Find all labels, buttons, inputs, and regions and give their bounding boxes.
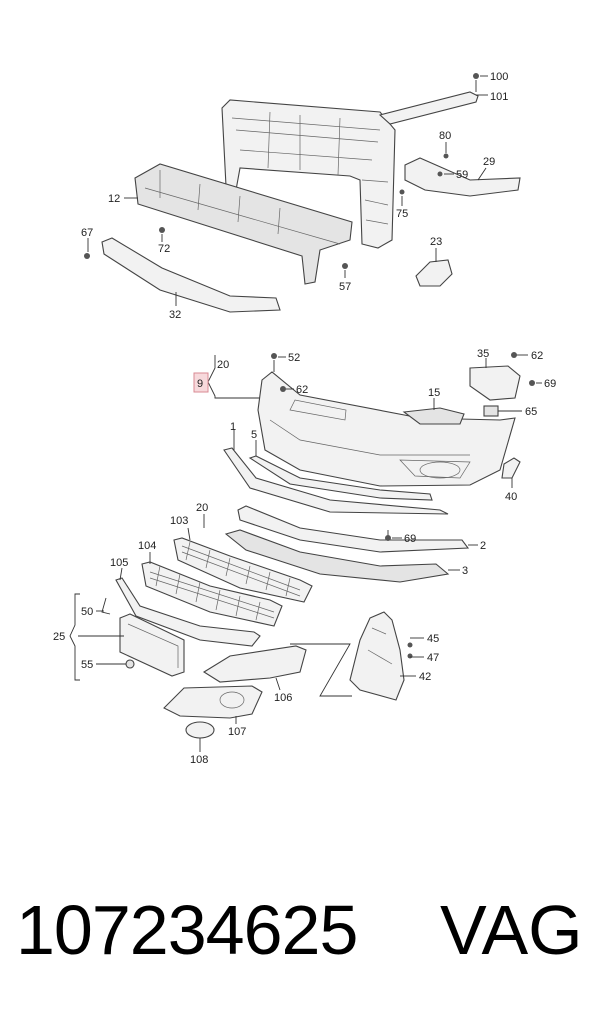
spoiler-3: [224, 529, 450, 583]
label-2: 2: [480, 540, 486, 552]
spoiler-2: [237, 505, 470, 553]
label-108: 108: [190, 754, 208, 766]
label-5: 5: [251, 429, 257, 441]
label-72: 72: [158, 243, 170, 255]
label-80: 80: [439, 130, 451, 142]
label-29: 29: [483, 156, 495, 168]
top-leaders: [87, 75, 488, 306]
label-35: 35: [477, 348, 489, 360]
label-69: 69: [544, 378, 556, 390]
label-59: 59: [456, 169, 468, 181]
grille-104: [141, 561, 283, 627]
bumper-leaders: [69, 352, 542, 752]
parts-diagram: 100 101 80 59 29 75 12 67 72 23 57 32 20…: [53, 71, 556, 766]
label-1: 1: [230, 421, 236, 433]
trim-105: [115, 577, 261, 647]
label-100: 100: [490, 71, 508, 83]
upper-bracket: [378, 73, 479, 125]
label-40: 40: [505, 491, 517, 503]
tow-cover: [415, 259, 453, 287]
impact-bar: [134, 163, 353, 285]
label-50: 50: [81, 606, 93, 618]
label-62-right: 62: [531, 350, 543, 362]
label-57: 57: [339, 281, 351, 293]
brand-name: VAG: [440, 891, 583, 969]
label-42: 42: [419, 671, 431, 683]
label-9: 9: [197, 378, 203, 390]
plate-holder: [101, 597, 185, 677]
label-106: 106: [274, 692, 292, 704]
label-103: 103: [170, 515, 188, 527]
part-35: [469, 365, 521, 401]
label-105: 105: [110, 557, 128, 569]
cover-107: [163, 685, 263, 719]
part-number: 107234625: [16, 891, 358, 969]
part-40: [501, 457, 521, 479]
side-bracket: [399, 153, 521, 197]
grille-103: [173, 537, 313, 603]
label-20: 20: [217, 359, 229, 371]
label-52: 52: [288, 352, 300, 364]
label-32: 32: [169, 309, 181, 321]
label-47: 47: [427, 652, 439, 664]
bracket-42: [349, 611, 413, 701]
label-65: 65: [525, 406, 537, 418]
cover-106: [202, 645, 307, 683]
label-20-lower: 20: [196, 502, 208, 514]
label-69-lower: 69: [404, 533, 416, 545]
bumper-cover: [257, 371, 516, 487]
callout-labels: 100 101 80 59 29 75 12 67 72 23 57 32 20…: [53, 71, 556, 766]
label-45: 45: [427, 633, 439, 645]
lower-strip: [101, 237, 281, 313]
label-25: 25: [53, 631, 65, 643]
strip-5: [248, 455, 433, 501]
label-67: 67: [81, 227, 93, 239]
label-104: 104: [138, 540, 156, 552]
label-15: 15: [428, 387, 440, 399]
label-23: 23: [430, 236, 442, 248]
label-55: 55: [81, 659, 93, 671]
label-75: 75: [396, 208, 408, 220]
label-107: 107: [228, 726, 246, 738]
label-62: 62: [296, 384, 308, 396]
label-3: 3: [462, 565, 468, 577]
label-12: 12: [108, 193, 120, 205]
part-65: [483, 405, 499, 417]
label-101: 101: [490, 91, 508, 103]
strip-1: [223, 447, 449, 515]
group-bracket-9: [193, 355, 262, 399]
cap-108: [185, 721, 215, 739]
